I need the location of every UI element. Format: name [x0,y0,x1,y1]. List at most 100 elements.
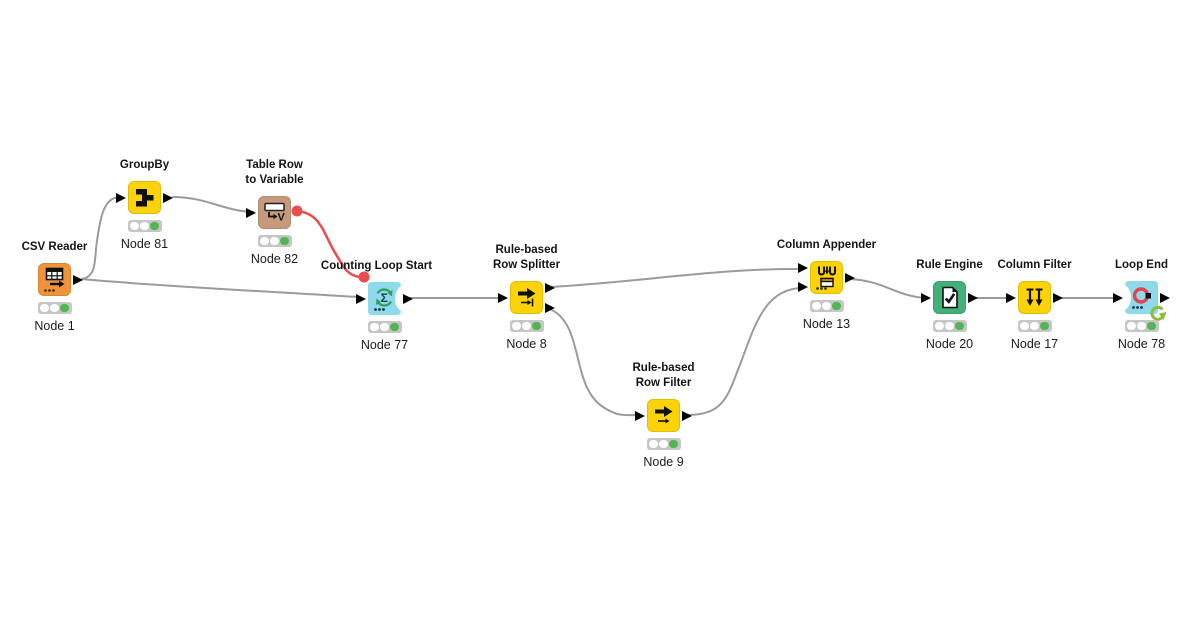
connection-appender-to-ruleengine[interactable] [849,278,927,299]
node-id-label: Node 1 [34,319,75,333]
node-label: Rule Engine [916,258,983,271]
node-csv-reader[interactable]: CSV Reader Node 1 [22,241,88,334]
output-port-bottom[interactable] [545,302,555,313]
status-traffic-light [509,320,544,332]
node-table-row-to-variable[interactable]: Table Row to Variable V Node 82 [245,159,303,266]
node-label: Rule-based Row Splitter [492,244,561,271]
node-label: Column Filter [997,258,1072,271]
input-port-bottom[interactable] [798,282,808,292]
status-traffic-light [37,302,72,314]
status-light-red [260,236,269,246]
node-counting-loop-start[interactable]: Counting Loop Start Σ Node 77 [321,260,432,353]
status-light-yellow [1030,321,1039,331]
status-light-yellow [945,321,954,331]
status-light-green [150,221,159,231]
groupby-merge-icon [136,189,154,207]
node-rule-engine[interactable]: Rule Engine Node 20 [916,259,982,352]
node-id-label: Node 77 [360,338,409,352]
svg-text:Σ: Σ [381,291,388,305]
input-port[interactable] [498,292,508,303]
output-port[interactable] [968,292,978,303]
column-append-icon [816,266,836,290]
node-rule-based-row-splitter[interactable]: Rule-based Row Splitter Node 8 [493,244,560,351]
connection-splitter-top-to-appender[interactable] [549,267,804,288]
output-port-top[interactable] [545,282,555,293]
node-column-filter[interactable]: Column Filter Node 17 [997,259,1071,352]
input-port[interactable] [635,410,645,421]
node-label: Table Row to Variable [245,159,304,186]
status-light-yellow [659,439,668,449]
status-light-red [512,321,521,331]
output-port[interactable] [163,192,173,203]
connection-csv-to-loopstart[interactable] [80,278,358,298]
loop-iteration-arrow-icon [1150,305,1167,321]
node-body[interactable] [1018,281,1051,314]
input-port[interactable] [116,192,126,203]
status-light-yellow [270,236,279,246]
node-loop-end[interactable]: Loop End Node 78 [1113,259,1170,351]
node-id-label: Node 8 [506,337,547,351]
node-body[interactable] [647,399,680,432]
status-light-yellow [380,322,389,332]
loop-end-ring-icon [1125,281,1158,314]
output-port[interactable] [682,410,692,421]
status-light-red [1020,321,1029,331]
node-id-label: Node 20 [925,337,974,351]
flow-variable-out-port[interactable] [291,205,303,217]
status-light-green [532,321,541,331]
status-traffic-light [809,300,844,312]
column-filter-arrows-icon [1026,288,1043,306]
status-traffic-light [127,220,162,232]
status-light-red [130,221,139,231]
status-light-red [649,439,658,449]
document-check-icon [942,286,958,309]
connection-groupby-to-tablerow[interactable] [171,196,255,213]
node-body[interactable] [510,281,543,314]
input-port[interactable] [921,292,931,303]
output-port[interactable] [845,272,855,283]
connection-flowvariable-tablerow-to-loopstart[interactable] [296,209,361,279]
status-light-yellow [50,303,59,313]
node-groupby[interactable]: GroupBy Node 81 [116,159,173,251]
status-light-yellow [522,321,531,331]
output-port[interactable] [1053,292,1063,303]
status-light-red [370,322,379,332]
node-id-label: Node 81 [120,237,169,251]
output-port[interactable] [1160,292,1170,303]
status-traffic-light [367,321,402,333]
connection-rowfilter-to-appender[interactable] [686,287,804,416]
node-id-label: Node 78 [1117,337,1166,351]
status-traffic-light [257,235,292,247]
connection-csv-to-groupby[interactable] [80,196,120,280]
node-label: CSV Reader [21,240,88,253]
svg-text:V: V [278,212,286,224]
input-port[interactable] [246,207,256,218]
connection-splitter-bottom-to-rowfilter[interactable] [549,308,641,417]
status-light-yellow [140,221,149,231]
status-light-green [832,301,841,311]
input-port[interactable] [1113,292,1123,303]
status-light-green [955,321,964,331]
row-to-variable-icon: V [264,202,286,224]
status-traffic-light [646,438,681,450]
node-id-label: Node 9 [643,455,684,469]
node-rule-based-row-filter[interactable]: Rule-based Row Filter Node 9 [633,362,695,469]
node-column-appender[interactable]: Column Appender Node 13 [777,239,876,332]
status-traffic-light [1017,320,1052,332]
node-body[interactable] [258,196,291,229]
node-id-label: Node 17 [1010,337,1059,351]
node-label: Loop End [1114,258,1169,271]
status-light-green [1040,321,1049,331]
status-light-green [60,303,69,313]
status-light-red [40,303,49,313]
output-port[interactable] [403,293,413,304]
input-port[interactable] [356,293,366,304]
input-port-top[interactable] [798,263,808,273]
output-port[interactable] [73,274,83,285]
node-id-label: Node 13 [802,317,851,331]
node-label: Rule-based Row Filter [632,362,695,389]
status-light-yellow [822,301,831,311]
input-port[interactable] [1006,292,1016,303]
flow-variable-in-port[interactable] [358,271,370,283]
